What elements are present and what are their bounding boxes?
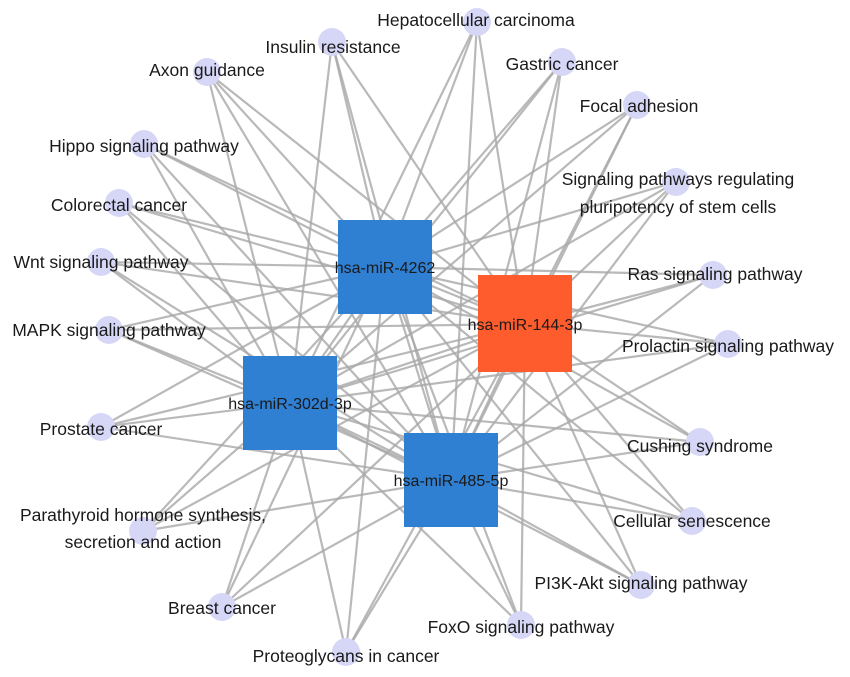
pathway-label-focal: Focal adhesion [580, 96, 699, 116]
pathway-node-senescence[interactable] [678, 507, 706, 535]
edge-hcc-m485 [449, 21, 479, 481]
edge-senescence-m4262 [384, 266, 693, 522]
pathway-label-prolactin: Prolactin signaling pathway [622, 336, 834, 356]
pathway-label-breast: Breast cancer [168, 598, 276, 618]
pathway-label-proteoglycans: Proteoglycans in cancer [253, 646, 440, 666]
pathway-node-wnt[interactable] [87, 248, 115, 276]
mirna-node-m4262[interactable] [338, 220, 432, 314]
edge-cushing-m302 [289, 401, 701, 444]
edge-breast-m144 [221, 323, 526, 608]
pathway-label-stem-line2: pluripotency of stem cells [580, 197, 777, 217]
pathway-label-parathyroid-line2: secretion and action [65, 532, 222, 552]
mirna-label-m144: hsa-miR-144-3p [468, 317, 583, 334]
pathway-label-prostate: Prostate cancer [40, 419, 163, 439]
pathway-node-pi3k[interactable] [627, 571, 655, 599]
pathway-label-colorectal: Colorectal cancer [51, 195, 187, 215]
pathway-label-axon: Axon guidance [149, 60, 265, 80]
pathway-node-stem[interactable] [662, 168, 690, 196]
pathway-node-insulin[interactable] [318, 28, 346, 56]
pathway-node-mapk[interactable] [95, 316, 123, 344]
mirna-node-m144[interactable] [478, 275, 572, 372]
pathway-label-parathyroid-line1: Parathyroid hormone synthesis, [20, 505, 266, 525]
mirna-node-m302[interactable] [243, 356, 337, 450]
edge-prostate-m4262 [100, 266, 386, 428]
edge-wnt-m144 [100, 260, 526, 326]
pathway-node-breast[interactable] [208, 593, 236, 621]
edge-colorectal-m144 [118, 201, 526, 326]
edge-hippo-m485 [143, 143, 452, 481]
pathway-node-ras[interactable] [699, 261, 727, 289]
pathway-node-prolactin[interactable] [714, 330, 742, 358]
edge-axon-m302 [205, 71, 292, 404]
pathway-node-axon[interactable] [193, 58, 221, 86]
edge-parathyroid-m485 [142, 478, 452, 533]
pathway-label-mapk: MAPK signaling pathway [12, 320, 206, 340]
pathway-node-colorectal[interactable] [105, 189, 133, 217]
edge-prolactin-m302 [289, 342, 729, 405]
pathway-node-gastric[interactable] [548, 48, 576, 76]
pathway-label-senescence: Cellular senescence [613, 511, 771, 531]
edge-wnt-m4262 [100, 260, 386, 269]
pathway-node-cushing[interactable] [686, 428, 714, 456]
edge-foxo-m144 [519, 323, 527, 626]
pathway-label-hcc: Hepatocellular carcinoma [377, 10, 575, 30]
pathway-nodes-layer [87, 8, 742, 666]
pathway-label-wnt: Wnt signaling pathway [13, 252, 188, 272]
edge-hippo-m144 [143, 143, 526, 325]
pathway-node-foxo[interactable] [507, 611, 535, 639]
pathway-node-prostate[interactable] [87, 413, 115, 441]
pathway-label-pi3k: PI3K-Akt signaling pathway [534, 573, 747, 593]
edge-focal-m302 [289, 104, 638, 404]
mirna-label-m4262: hsa-miR-4262 [335, 260, 436, 277]
pathway-node-hippo[interactable] [130, 130, 158, 158]
edge-pi3k-m4262 [384, 266, 642, 586]
pathway-label-hippo: Hippo signaling pathway [49, 136, 239, 156]
edge-axon-m144 [206, 71, 526, 325]
mirna-nodes-layer [243, 220, 572, 527]
pathway-label-stem-line1: Signaling pathways regulating [562, 169, 795, 189]
pathway-label-ras: Ras signaling pathway [627, 264, 802, 284]
edge-proteoglycans-m4262 [344, 266, 387, 653]
pathway-label-gastric: Gastric cancer [506, 54, 619, 74]
mirna-label-m302: hsa-miR-302d-3p [228, 396, 352, 413]
pathway-node-parathyroid[interactable] [129, 517, 157, 545]
edge-axon-m485 [206, 71, 452, 481]
mirna-label-m485: hsa-miR-485-5p [394, 473, 509, 490]
edge-ras-m4262 [384, 265, 714, 277]
pathway-label-foxo: FoxO signaling pathway [428, 617, 615, 637]
edge-stem-m4262 [384, 180, 677, 269]
pathway-label-cushing: Cushing syndrome [627, 436, 773, 456]
edge-prostate-m485 [100, 425, 452, 482]
mirna-node-m485[interactable] [404, 433, 498, 527]
pathway-label-insulin: Insulin resistance [265, 37, 400, 57]
pathway-node-focal[interactable] [623, 91, 651, 119]
pathway-node-proteoglycans[interactable] [332, 638, 360, 666]
pathway-node-hcc[interactable] [463, 8, 491, 36]
